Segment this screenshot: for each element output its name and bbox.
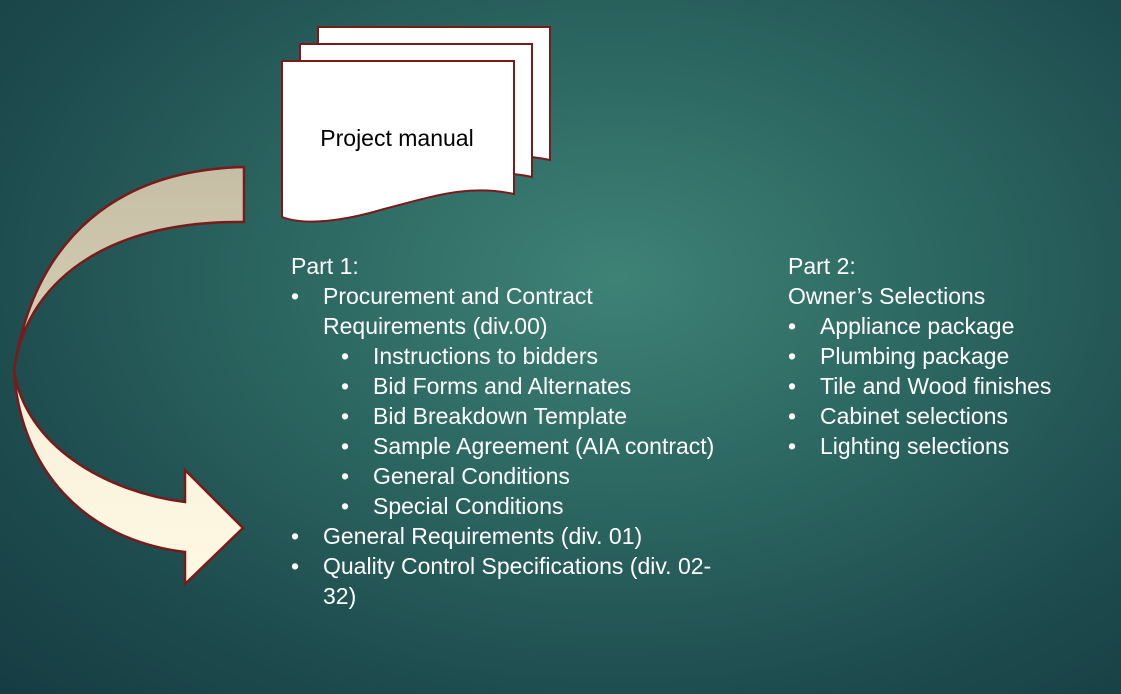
sublist-item: Special Conditions <box>323 491 721 521</box>
part2-subheading: Owner’s Selections <box>788 283 986 309</box>
list-item: Cabinet selections <box>788 401 1118 431</box>
list-item: Lighting selections <box>788 431 1118 461</box>
part1-sublist: Instructions to bidders Bid Forms and Al… <box>323 341 721 521</box>
sublist-item: Bid Breakdown Template <box>323 401 721 431</box>
list-item: Procurement and Contract Requirements (d… <box>291 281 721 521</box>
list-item: Quality Control Specifications (div. 02-… <box>291 551 721 611</box>
part2-list: Appliance package Plumbing package Tile … <box>788 311 1118 461</box>
sublist-item: Sample Agreement (AIA contract) <box>323 431 721 461</box>
project-manual-stack <box>281 26 551 223</box>
list-item-label: Procurement and Contract Requirements (d… <box>323 283 593 339</box>
sublist-item: Bid Forms and Alternates <box>323 371 721 401</box>
list-item: Plumbing package <box>788 341 1118 371</box>
part1-column: Part 1: Procurement and Contract Require… <box>291 251 721 611</box>
list-item: Tile and Wood finishes <box>788 371 1118 401</box>
curved-arrow <box>12 165 246 587</box>
part2-heading: Part 2: <box>788 253 856 279</box>
part1-heading: Part 1: <box>291 253 359 279</box>
list-item: Appliance package <box>788 311 1118 341</box>
project-manual-label: Project manual <box>320 125 474 151</box>
part1-list: Procurement and Contract Requirements (d… <box>291 281 721 611</box>
list-item: General Requirements (div. 01) <box>291 521 721 551</box>
part2-column: Part 2: Owner’s Selections Appliance pac… <box>788 251 1118 461</box>
sublist-item: Instructions to bidders <box>323 341 721 371</box>
document-page-front <box>281 60 515 223</box>
sublist-item: General Conditions <box>323 461 721 491</box>
